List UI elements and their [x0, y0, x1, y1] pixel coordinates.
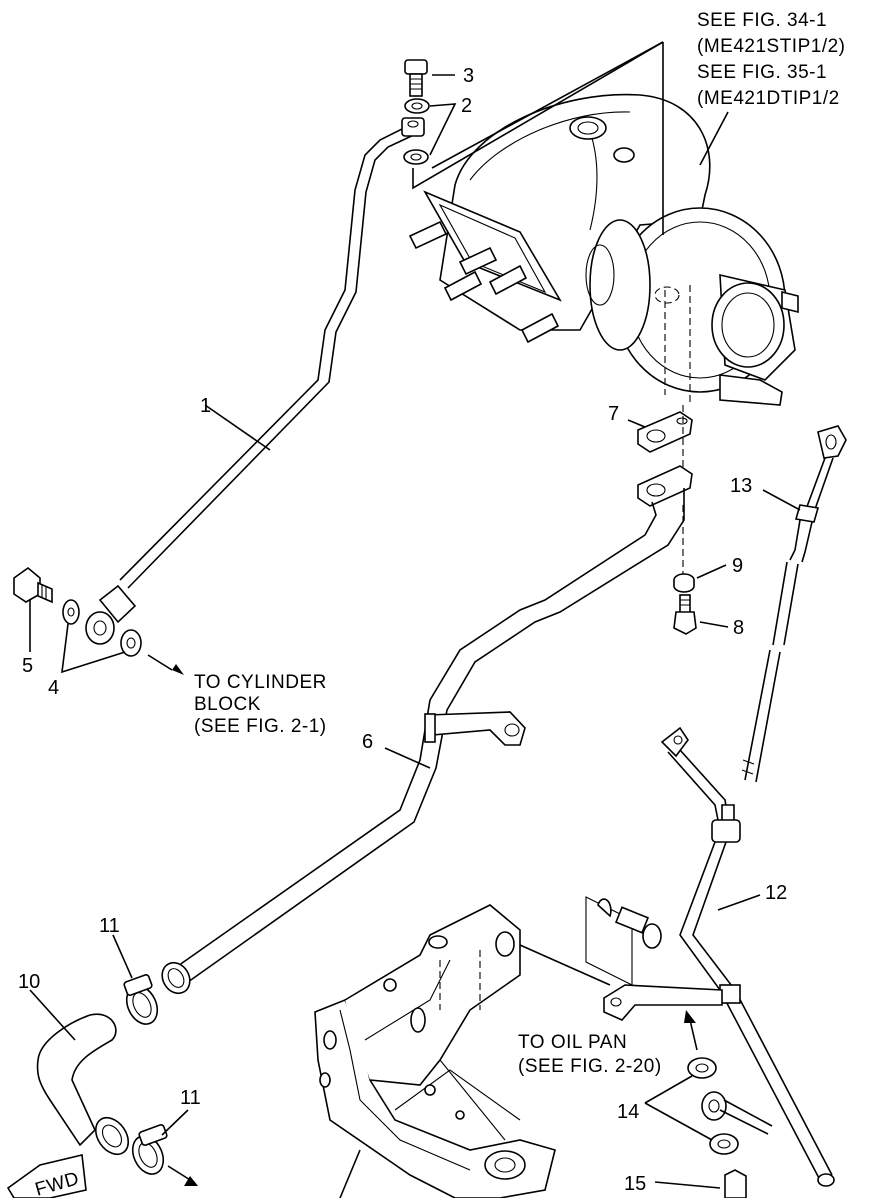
- callout-12: 12: [765, 882, 787, 904]
- hose-clamp-11b: [131, 1124, 168, 1175]
- ref-cylinder-line3: (SEE FIG. 2-1): [194, 716, 327, 737]
- ref-oilpan-line1: TO OIL PAN: [518, 1032, 627, 1053]
- washer-14b: [709, 1133, 739, 1155]
- callout-11a: 11: [99, 915, 120, 937]
- oil-inlet-pipe-1: [119, 117, 425, 589]
- callout-9: 9: [732, 555, 743, 577]
- ref-fig35-model: (ME421DTIP1/2: [697, 88, 840, 109]
- banjo-fitting: [701, 1091, 773, 1135]
- turbocharger: [408, 93, 799, 406]
- ref-fig34-model: (ME421STIP1/2): [697, 36, 846, 57]
- ref-cylinder-line2: BLOCK: [194, 694, 261, 715]
- callout-6: 6: [362, 731, 373, 753]
- callout-8: 8: [733, 617, 744, 639]
- washer-4b: [120, 629, 142, 657]
- ref-fig34: SEE FIG. 34-1: [697, 10, 827, 31]
- ref-fig35: SEE FIG. 35-1: [697, 62, 827, 83]
- fwd-arrow-marker: FWD: [6, 1154, 87, 1198]
- callout-4: 4: [48, 677, 59, 699]
- ref-leader-3: [699, 111, 729, 166]
- oil-return-pipe-6: [161, 405, 693, 995]
- washer-4a: [62, 599, 80, 625]
- callout-2: 2: [461, 95, 472, 117]
- callout-15: 15: [624, 1173, 646, 1195]
- stud-bolt-8: [673, 594, 697, 635]
- dipstick-13: [741, 425, 847, 783]
- washer-2b: [403, 149, 429, 165]
- callout-1: 1: [200, 395, 211, 417]
- part-15: [724, 1169, 747, 1198]
- callout-5: 5: [22, 655, 33, 677]
- gasket-7: [637, 411, 693, 453]
- bracket-bolt: [585, 896, 662, 986]
- banjo-bolt-3: [404, 59, 428, 97]
- washer-2a: [404, 98, 430, 114]
- hose-clamp-11a: [123, 974, 159, 1025]
- banjo-bolt-5: [13, 566, 53, 604]
- callout-7: 7: [608, 403, 619, 425]
- callout-11b: 11: [180, 1087, 201, 1109]
- callout-3: 3: [463, 65, 474, 87]
- callout-13: 13: [730, 475, 752, 497]
- callout-14: 14: [617, 1101, 639, 1123]
- ref-leader-2: [431, 41, 664, 169]
- ref-oilpan-line2: (SEE FIG. 2-20): [518, 1056, 662, 1077]
- turbo-studs: [408, 220, 560, 344]
- dipstick-guide-12: [603, 726, 835, 1187]
- washer-14a: [687, 1057, 717, 1079]
- nut-9: [673, 573, 695, 593]
- engine-mount-bracket: [314, 904, 556, 1198]
- callout-10: 10: [18, 971, 40, 993]
- hose-10: [36, 1013, 130, 1156]
- ref-cylinder-line1: TO CYLINDER: [194, 672, 327, 693]
